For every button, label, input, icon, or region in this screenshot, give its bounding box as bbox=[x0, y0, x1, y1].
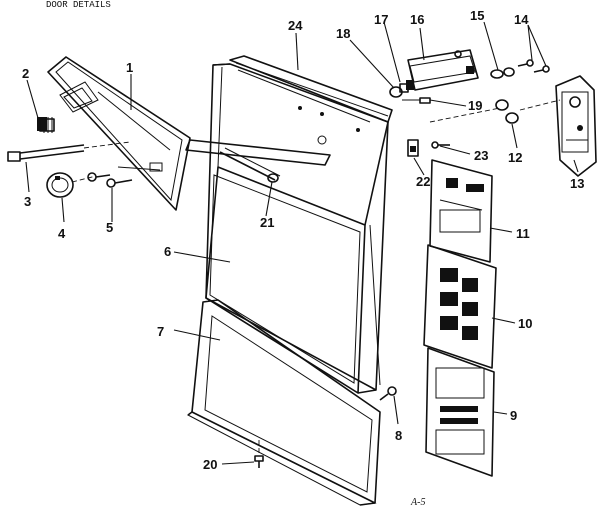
callout-6: 6 bbox=[164, 244, 171, 259]
callout-10: 10 bbox=[518, 316, 532, 331]
callout-1: 1 bbox=[126, 60, 133, 75]
callout-15: 15 bbox=[470, 8, 484, 23]
diagram-title: DOOR DETAILS bbox=[46, 0, 111, 10]
shaft-part-3 bbox=[7, 141, 131, 162]
callout-3: 3 bbox=[24, 194, 31, 209]
screws-part-5 bbox=[87, 172, 133, 188]
screw-part-8 bbox=[379, 386, 397, 401]
timer-part-13 bbox=[519, 75, 597, 177]
callout-9: 9 bbox=[510, 408, 517, 423]
callout-8: 8 bbox=[395, 428, 402, 443]
label-panel-part-9 bbox=[425, 347, 495, 477]
knob-part-4 bbox=[46, 172, 97, 198]
label-panel-part-10 bbox=[423, 244, 497, 369]
callout-4: 4 bbox=[58, 226, 66, 241]
callout-14: 14 bbox=[514, 12, 529, 27]
callout-17: 17 bbox=[374, 12, 388, 27]
control-panel-part-1 bbox=[47, 56, 191, 211]
top-strip-part-24 bbox=[229, 55, 393, 123]
callout-23: 23 bbox=[474, 148, 488, 163]
lower-panel-part-7 bbox=[187, 299, 381, 506]
handle-part-21 bbox=[185, 139, 331, 183]
callout-18: 18 bbox=[336, 26, 350, 41]
callout-21: 21 bbox=[260, 215, 274, 230]
callout-7: 7 bbox=[157, 324, 164, 339]
hinge-parts-22-23 bbox=[407, 139, 450, 157]
callout-12: 12 bbox=[508, 150, 522, 165]
label-panel-part-11 bbox=[429, 159, 493, 263]
screw-part-20 bbox=[254, 440, 264, 468]
callout-20: 20 bbox=[203, 457, 217, 472]
latch-parts-17-18-19 bbox=[389, 80, 431, 104]
callout-labels: 1 2 3 4 5 6 7 8 9 10 11 12 13 14 15 16 1… bbox=[22, 8, 584, 472]
callout-2: 2 bbox=[22, 66, 29, 81]
callout-19: 19 bbox=[468, 98, 482, 113]
callout-22: 22 bbox=[416, 174, 430, 189]
switch-part-2 bbox=[37, 117, 55, 133]
callout-16: 16 bbox=[410, 12, 424, 27]
latch-housing-part-16 bbox=[407, 49, 479, 91]
corner-note: A-5 bbox=[410, 497, 425, 508]
callout-13: 13 bbox=[570, 176, 584, 191]
callout-24: 24 bbox=[288, 18, 303, 33]
callout-11: 11 bbox=[516, 226, 530, 241]
leader-lines bbox=[25, 21, 579, 465]
spacers-part-12 bbox=[429, 99, 519, 124]
outer-door-part-6 bbox=[205, 63, 389, 394]
pin-part-15 bbox=[490, 67, 515, 79]
callout-5: 5 bbox=[106, 220, 113, 235]
